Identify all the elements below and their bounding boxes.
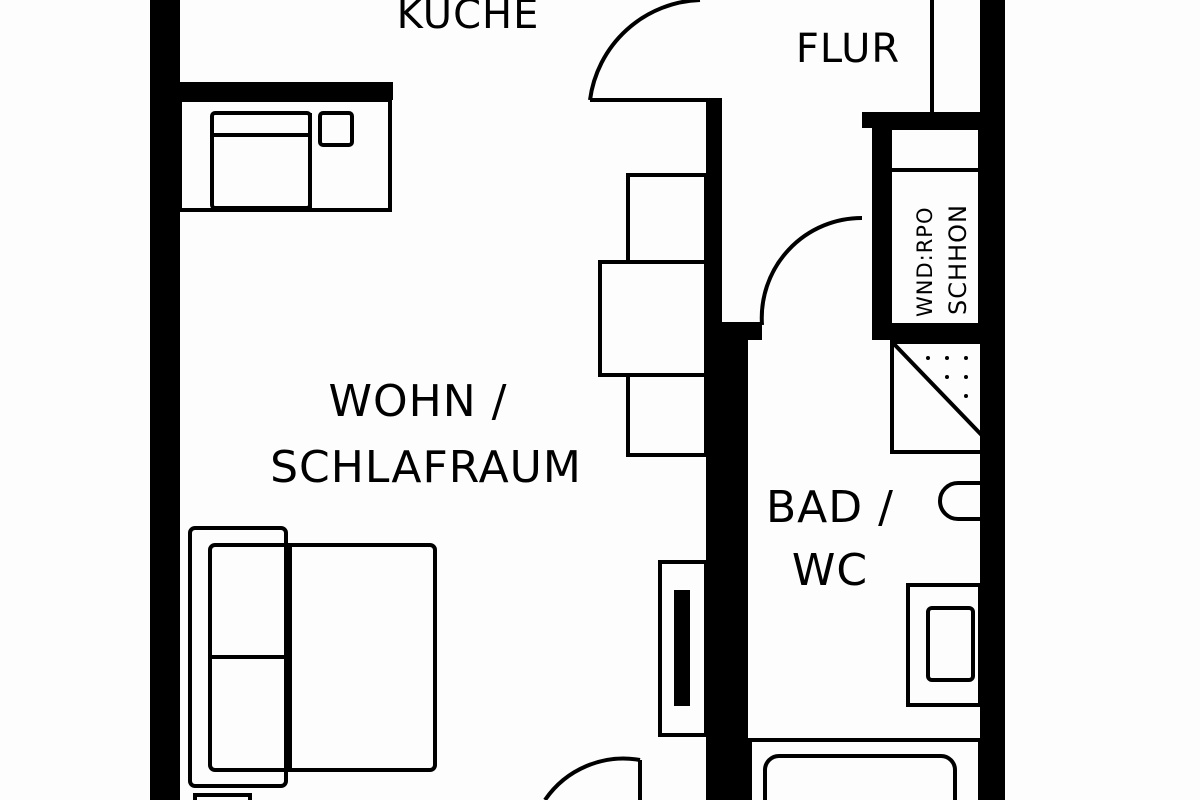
bath-sink: [926, 606, 975, 682]
bathtub-inner: [763, 754, 957, 800]
bath-sink-unit: [906, 583, 982, 707]
room-label-living-1: WOHN /: [329, 376, 508, 427]
wardrobe: [888, 126, 982, 327]
walls: [150, 0, 1005, 800]
shower-dots: [926, 356, 987, 417]
right-wall: [980, 0, 1005, 800]
shelf-bottom: [626, 373, 708, 457]
sink-small: [318, 111, 354, 147]
toilet: [938, 481, 984, 521]
kitchen-door-arc: [588, 0, 701, 101]
shower: [890, 340, 1000, 454]
bath-door-arc: [759, 215, 863, 326]
tv-stand: [658, 560, 708, 737]
room-label-living-2: SCHLAFRAUM: [270, 442, 582, 493]
wardrobe-label-2: SCHHON: [944, 204, 972, 315]
room-label-kitchen: KÜCHE: [397, 0, 540, 38]
room-label-hall: FLUR: [796, 26, 900, 72]
kitchen-wall: [150, 82, 393, 100]
hall-wall: [862, 112, 1002, 128]
shelf-top: [626, 173, 708, 264]
left-wall: [150, 0, 180, 800]
living-right-wall: [706, 100, 722, 800]
desk: [598, 260, 708, 377]
room-label-bath-1: BAD /: [766, 482, 894, 533]
bath-left-wall: [722, 325, 748, 800]
entry-door-arc: [543, 756, 641, 800]
stove: [210, 111, 312, 210]
bathtub: [748, 738, 982, 800]
tv: [674, 590, 690, 706]
room-label-bath-2: WC: [792, 545, 868, 596]
bath-top-wall: [872, 325, 1002, 340]
wardrobe-label-1: WND:RPO: [913, 206, 937, 317]
bath-door-jamb: [722, 322, 762, 340]
hall-inner-wall: [872, 128, 888, 340]
